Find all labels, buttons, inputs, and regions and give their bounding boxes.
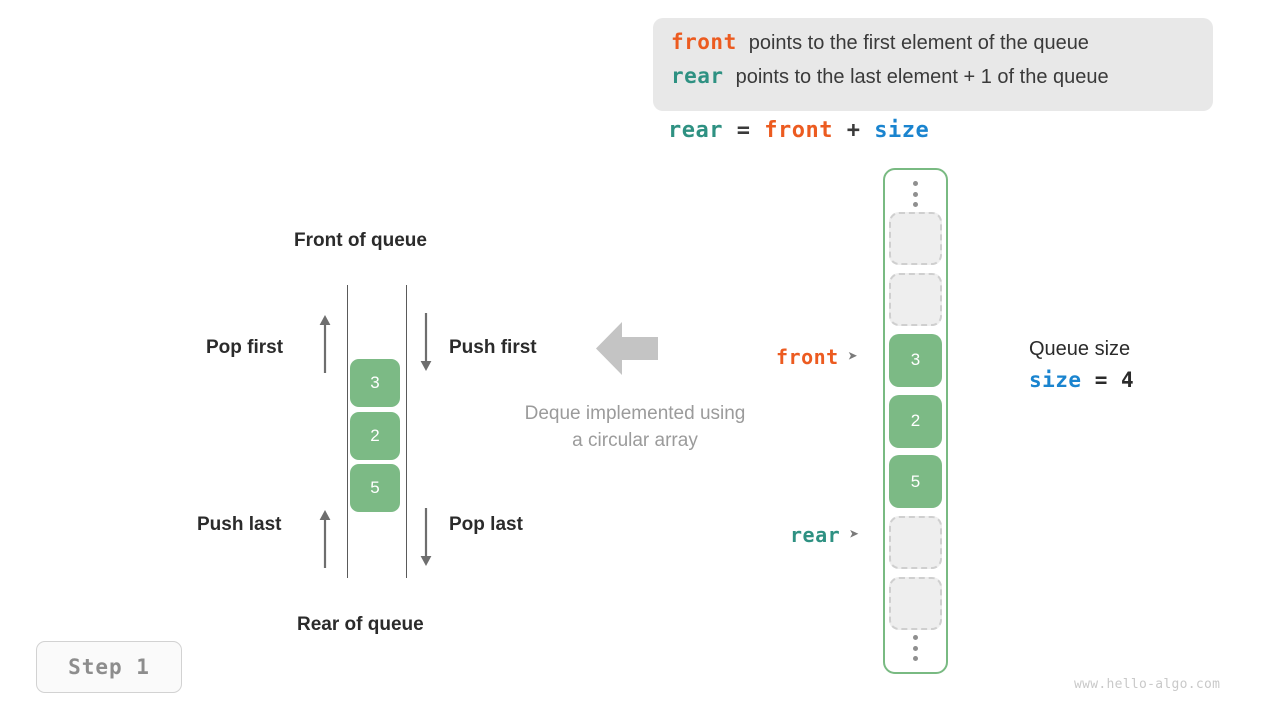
label-push-first: Push first bbox=[449, 337, 537, 358]
arrow-up-icon bbox=[319, 510, 331, 568]
front-of-queue-title: Front of queue bbox=[294, 230, 427, 251]
size-variable: size bbox=[1029, 368, 1082, 392]
caption-line-2: a circular array bbox=[572, 430, 698, 451]
arrow-down-icon bbox=[420, 313, 432, 371]
formula-rear-equals-front-plus-size: rear = front + size bbox=[668, 118, 929, 143]
legend-box: front points to the first element of the… bbox=[653, 18, 1213, 111]
legend-line-rear: rear points to the last element + 1 of t… bbox=[671, 64, 1195, 98]
array-slot: 3 bbox=[889, 333, 942, 387]
pointer-arrow-icon: ➤ bbox=[847, 346, 859, 367]
diagram-caption: Deque implemented using a circular array bbox=[480, 400, 790, 454]
front-pointer-text: front bbox=[776, 345, 839, 369]
vertical-ellipsis-icon bbox=[913, 635, 919, 661]
arrow-down-icon bbox=[420, 508, 432, 566]
formula-front: front bbox=[764, 118, 833, 143]
arrow-left-icon bbox=[596, 322, 658, 375]
array-slot bbox=[889, 273, 942, 326]
front-pointer-label: front ➤ bbox=[776, 345, 858, 369]
label-pop-last: Pop last bbox=[449, 514, 523, 535]
legend-line-front: front points to the first element of the… bbox=[671, 30, 1195, 64]
watermark: www.hello-algo.com bbox=[1074, 677, 1221, 692]
vertical-ellipsis-icon bbox=[913, 181, 919, 207]
circular-array-container: 3 2 5 bbox=[883, 168, 948, 674]
pointer-arrow-icon: ➤ bbox=[849, 524, 860, 545]
front-keyword: front bbox=[671, 30, 737, 54]
size-value: 4 bbox=[1121, 368, 1135, 392]
formula-equals: = bbox=[736, 118, 751, 143]
rear-keyword: rear bbox=[671, 64, 724, 88]
rear-pointer-label: rear ➤ bbox=[790, 523, 860, 547]
queue-size-title: Queue size bbox=[1029, 338, 1131, 360]
deque-cell: 5 bbox=[350, 464, 400, 512]
queue-size-block: Queue size size = 4 bbox=[1029, 338, 1134, 392]
deque-rail-right bbox=[406, 285, 407, 578]
arrow-up-icon bbox=[319, 315, 331, 373]
front-description: points to the first element of the queue bbox=[748, 32, 1089, 54]
formula-size: size bbox=[874, 118, 930, 143]
size-equals: = bbox=[1094, 368, 1108, 392]
rear-of-queue-title: Rear of queue bbox=[297, 614, 424, 635]
array-slot: 2 bbox=[889, 394, 942, 448]
rear-pointer-text: rear bbox=[790, 523, 841, 547]
queue-size-expression: size = 4 bbox=[1029, 368, 1134, 392]
deque-cell: 2 bbox=[350, 412, 400, 460]
formula-plus: + bbox=[846, 118, 861, 143]
step-badge: Step 1 bbox=[36, 641, 182, 693]
array-slot bbox=[889, 212, 942, 266]
rear-description: points to the last element + 1 of the qu… bbox=[735, 66, 1109, 88]
caption-line-1: Deque implemented using bbox=[524, 403, 746, 424]
deque-cell: 3 bbox=[350, 359, 400, 407]
array-slot bbox=[889, 516, 942, 569]
formula-rear: rear bbox=[668, 118, 723, 143]
label-push-last: Push last bbox=[197, 514, 282, 535]
array-slot: 5 bbox=[889, 455, 942, 509]
deque-rail-left bbox=[347, 285, 348, 578]
array-slot bbox=[889, 576, 942, 630]
label-pop-first: Pop first bbox=[206, 337, 284, 358]
